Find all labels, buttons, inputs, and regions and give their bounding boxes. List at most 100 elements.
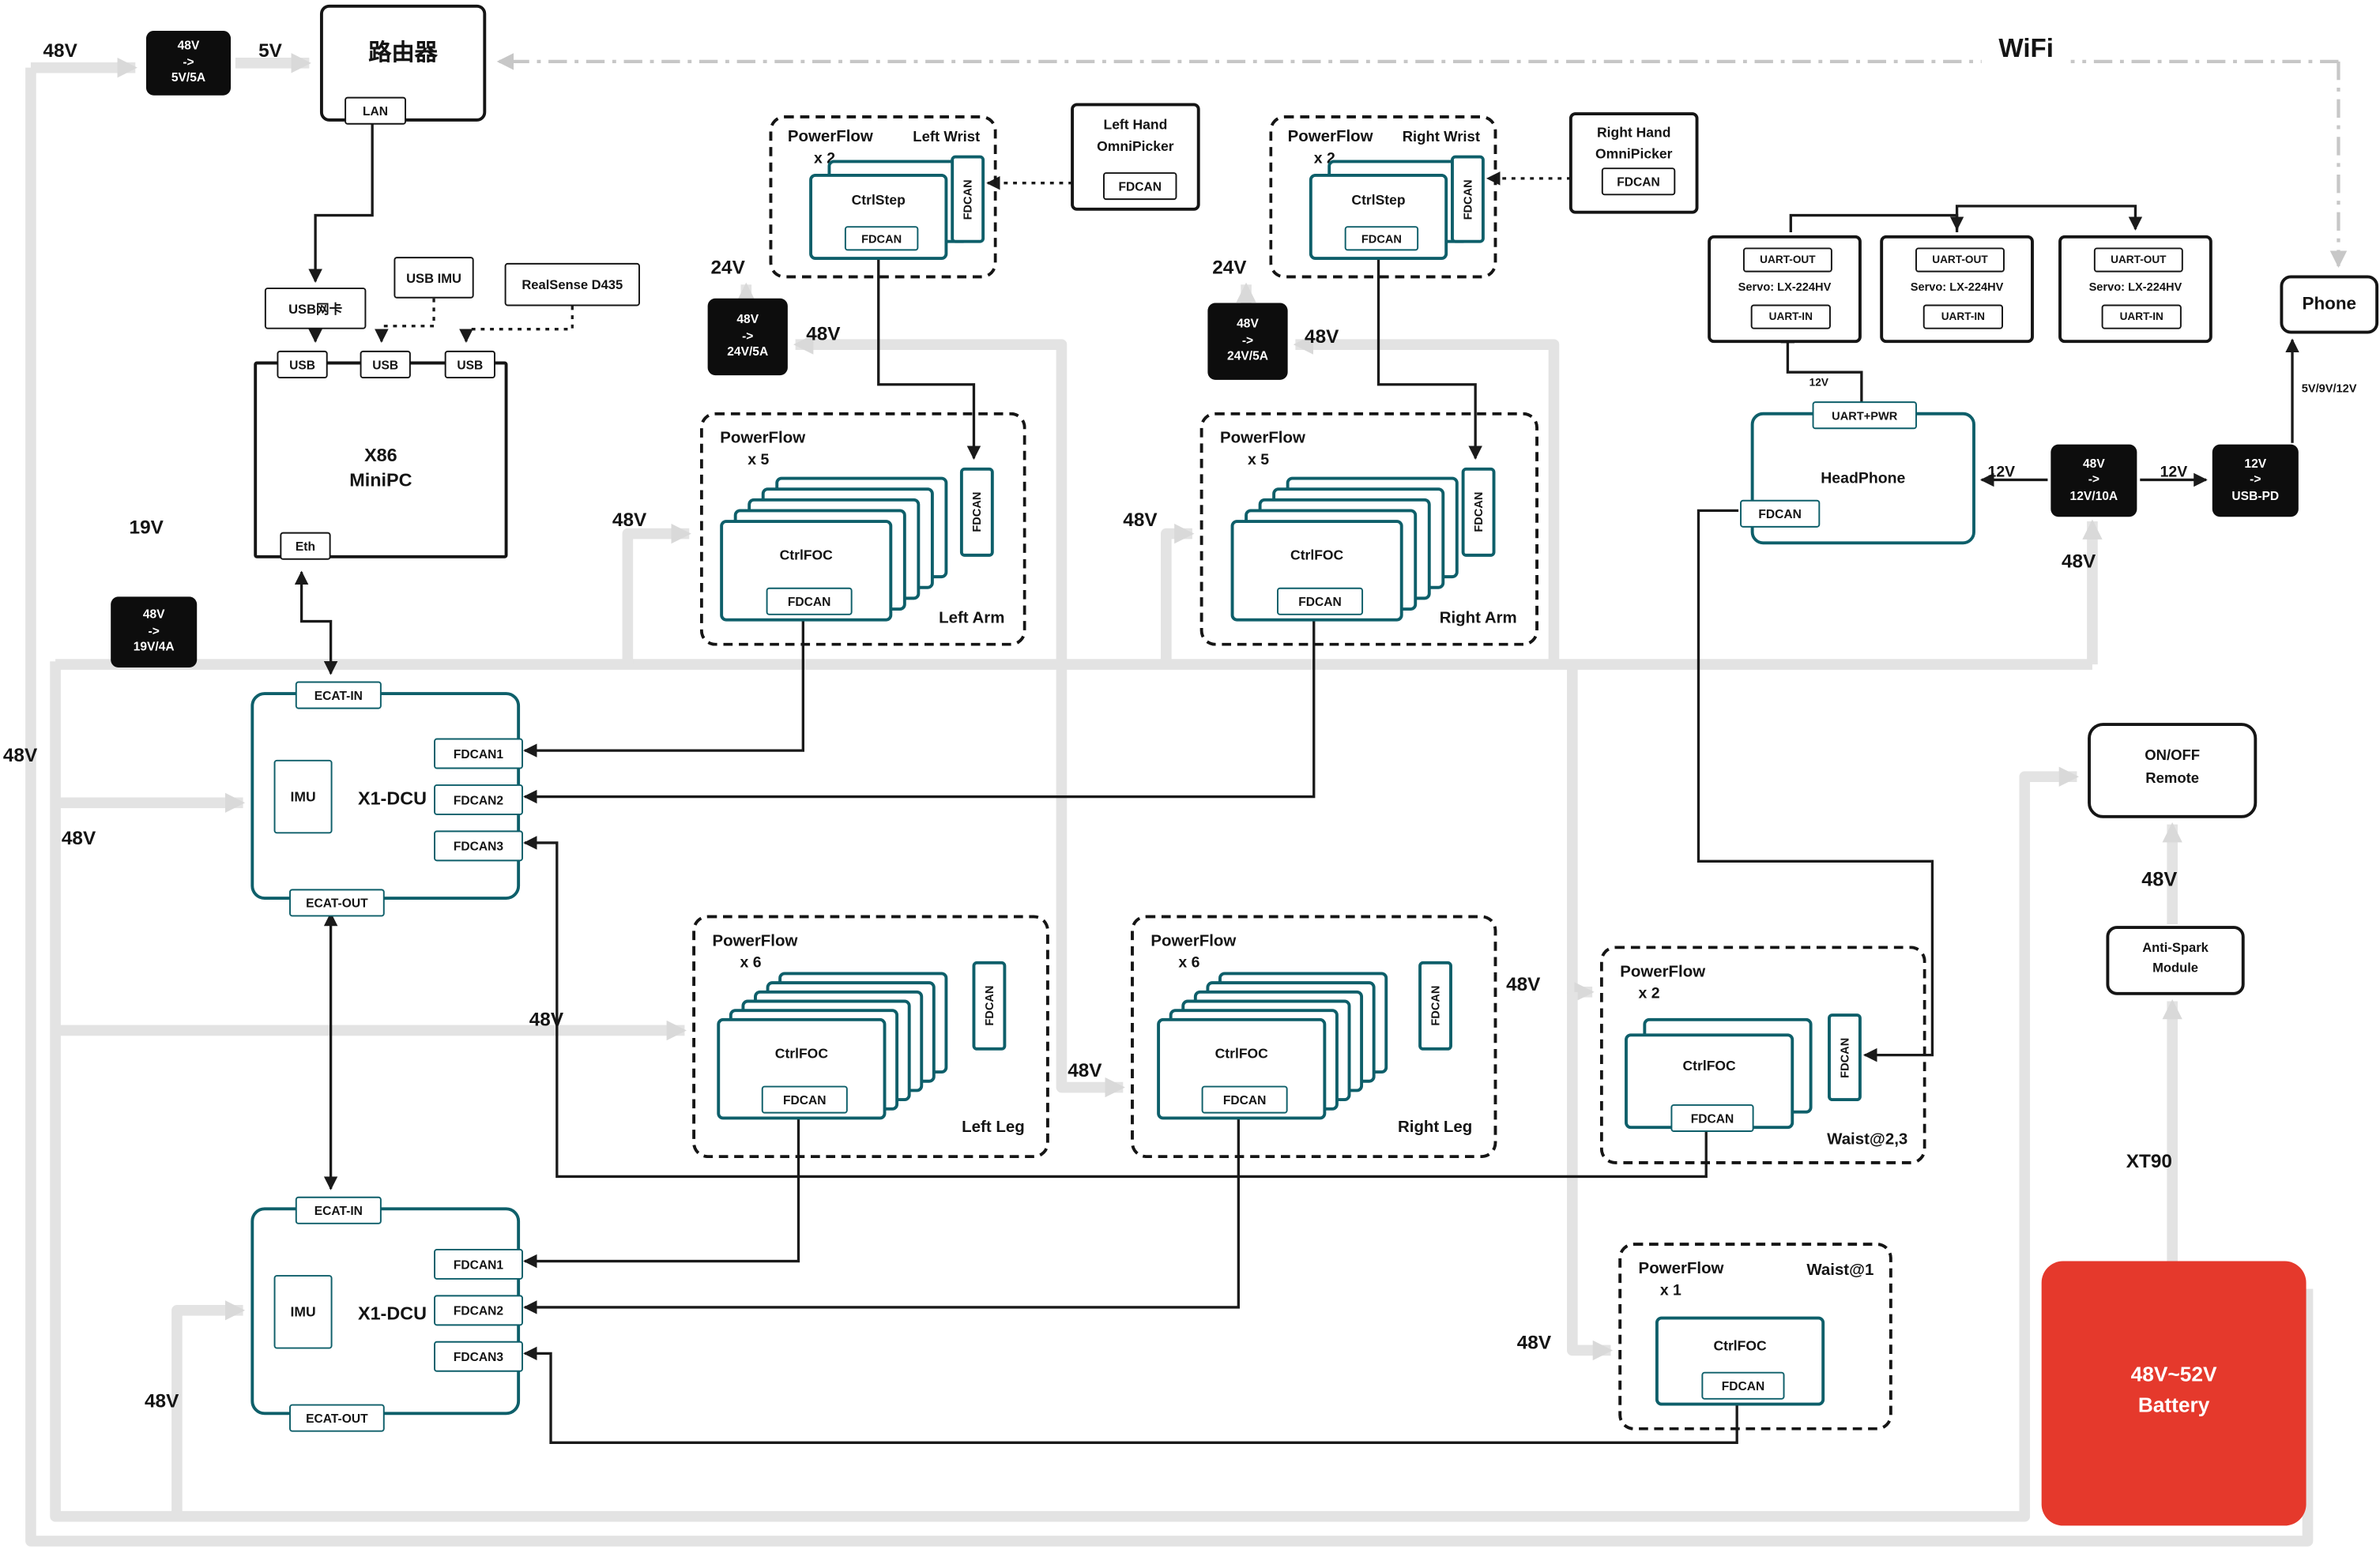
label-12v-uart: 12V <box>1809 378 1828 389</box>
ctrlfoc-card: CtrlFOC FDCAN <box>720 520 893 622</box>
converter-12v-usbpd: 12V -> USB-PD <box>2212 444 2299 517</box>
label-48v-remote: 48V <box>2141 867 2178 891</box>
hand-line2: OmniPicker <box>1097 138 1174 154</box>
uart-pwr-port: UART+PWR <box>1812 401 1917 430</box>
dcu-lower-box: ECAT-IN IMU X1-DCU ECAT-OUT FDCAN1 FDCAN… <box>250 1196 523 1432</box>
label-19v: 19V <box>129 517 164 539</box>
group-tag: Left Arm <box>939 609 1005 628</box>
fdcan-chip: FDCAN <box>844 226 919 251</box>
group-count: x 2 <box>1638 986 1660 1003</box>
label-48v-24v-left: 48V <box>806 322 841 345</box>
label-48v-right-leg: 48V <box>1068 1059 1102 1081</box>
label-xt90: XT90 <box>2126 1150 2172 1172</box>
ctrlstep-card: CtrlStep FDCAN <box>1309 174 1448 261</box>
servo-module-3: UART-OUT Servo: LX-224HV UART-IN <box>2058 235 2212 344</box>
imu-module: IMU <box>273 1275 333 1349</box>
ecat-in-port: ECAT-IN <box>295 1196 382 1224</box>
onoff-remote-box: ON/OFF Remote <box>2088 723 2258 818</box>
fdcan-tab: FDCAN <box>959 467 994 557</box>
ctrl-label: CtrlFOC <box>1214 1045 1268 1062</box>
servo-name: Servo: LX-224HV <box>1738 280 1832 294</box>
fdcan-chip: FDCAN <box>1701 1371 1785 1400</box>
left-hand-box: Left Hand OmniPicker FDCAN <box>1071 103 1200 211</box>
dcu-title: X1-DCU <box>357 1303 427 1325</box>
label-24v-left: 24V <box>710 257 745 279</box>
dcu-upper-box: ECAT-IN IMU X1-DCU ECAT-OUT FDCAN1 FDCAN… <box>250 681 523 917</box>
ecat-in-port: ECAT-IN <box>295 681 382 709</box>
ctrl-label: CtrlFOC <box>774 1045 828 1062</box>
router-box: 路由器 LAN <box>319 4 487 125</box>
hand-line1: Left Hand <box>1103 116 1168 133</box>
group-tag: Right Arm <box>1439 609 1517 628</box>
powerflow-waist1-group: PowerFlow x 1 Waist@1 CtrlFOC FDCAN <box>1618 1243 1892 1431</box>
converter-in: 48V <box>1237 317 1259 332</box>
group-title: PowerFlow <box>1219 429 1305 448</box>
powerflow-waist23-group: PowerFlow x 2 FDCAN CtrlFOC FDCAN Waist@… <box>1599 946 1926 1164</box>
label-48v-left-arm: 48V <box>612 509 647 531</box>
converter-arrow: -> <box>2088 472 2100 487</box>
converter-48v-24v-right: 48V -> 24V/5A <box>1207 303 1288 380</box>
group-tag: Right Leg <box>1398 1118 1473 1137</box>
usb-port-1: USB <box>277 350 328 378</box>
label-48v-right-arm: 48V <box>1123 509 1158 531</box>
headphone-title: HeadPhone <box>1821 470 1906 488</box>
power-48v-wires <box>25 53 2314 1547</box>
group-count: x 6 <box>1178 955 1200 972</box>
uart-in-port: UART-IN <box>1750 304 1831 329</box>
battery-box: 48V~52V Battery <box>2041 1261 2307 1526</box>
fdcan-chip: FDCAN <box>1344 226 1419 251</box>
uart-out-port: UART-OUT <box>1915 247 2005 273</box>
ctrl-label: CtrlStep <box>1351 192 1406 208</box>
fdcan3-port: FDCAN3 <box>434 1341 523 1372</box>
powerflow-right-leg-group: PowerFlow x 6 FDCAN CtrlFOC FDCAN Right … <box>1131 915 1497 1159</box>
converter-arrow: -> <box>742 329 754 343</box>
converter-arrow: -> <box>148 624 160 638</box>
fdcan-chip: FDCAN <box>1201 1085 1288 1114</box>
antispark-line2: Module <box>2152 959 2199 976</box>
hand-line1: Right Hand <box>1596 124 1671 141</box>
ctrlstep-card: CtrlStep FDCAN <box>809 174 948 261</box>
fdcan-tab: FDCAN <box>1451 155 1485 243</box>
realsense-box: RealSense D435 <box>504 262 640 306</box>
label-24v-right: 24V <box>1212 257 1247 279</box>
fdcan2-port: FDCAN2 <box>434 1295 523 1326</box>
fdcan-chip: FDCAN <box>1740 499 1821 528</box>
converter-arrow: -> <box>183 55 194 70</box>
group-title: PowerFlow <box>712 931 798 951</box>
group-count: x 5 <box>748 452 770 469</box>
group-title: PowerFlow <box>1638 1259 1724 1278</box>
servo-name: Servo: LX-224HV <box>1910 280 2004 294</box>
antispark-line1: Anti-Spark <box>2142 939 2209 956</box>
phone-box: Phone <box>2280 275 2379 334</box>
group-title: PowerFlow <box>720 429 806 448</box>
usb-port-2: USB <box>360 350 411 378</box>
group-title: PowerFlow <box>1620 962 1706 982</box>
group-count: x 6 <box>740 955 762 972</box>
converter-in: 48V <box>142 607 165 622</box>
converter-out: USB-PD <box>2231 488 2280 503</box>
ctrlfoc-card: CtrlFOC FDCAN <box>1625 1033 1794 1132</box>
router-title: 路由器 <box>368 39 438 66</box>
label-48v-waist23: 48V <box>1506 973 1541 995</box>
pc-name-2: MiniPC <box>349 468 412 491</box>
converter-arrow: -> <box>1241 333 1254 348</box>
remote-line1: ON/OFF <box>2145 747 2201 765</box>
powerflow-left-leg-group: PowerFlow x 6 FDCAN CtrlFOC FDCAN Left L… <box>692 915 1049 1159</box>
wifi-label: WiFi <box>1981 33 2071 71</box>
converter-48v-12v: 48V -> 12V/10A <box>2050 444 2137 517</box>
label-48v-waist1: 48V <box>1516 1332 1552 1354</box>
label-48v-left-leg: 48V <box>529 1009 564 1031</box>
fdcan-chip: FDCAN <box>1277 587 1364 615</box>
converter-48v-24v-left: 48V -> 24V/5A <box>707 298 788 376</box>
powerflow-left-wrist-group: PowerFlow x 2 Left Wrist FDCAN CtrlStep … <box>769 115 997 279</box>
group-tag: Left Leg <box>962 1118 1025 1137</box>
right-hand-box: Right Hand OmniPicker FDCAN <box>1568 112 1699 214</box>
battery-line2: Battery <box>2137 1393 2210 1417</box>
label-48v-dcu-lower: 48V <box>145 1390 179 1412</box>
fdcan-tab: FDCAN <box>972 961 1007 1051</box>
lan-port: LAN <box>345 96 407 125</box>
label-5v: 5V <box>258 39 282 62</box>
hand-line2: OmniPicker <box>1595 145 1673 162</box>
